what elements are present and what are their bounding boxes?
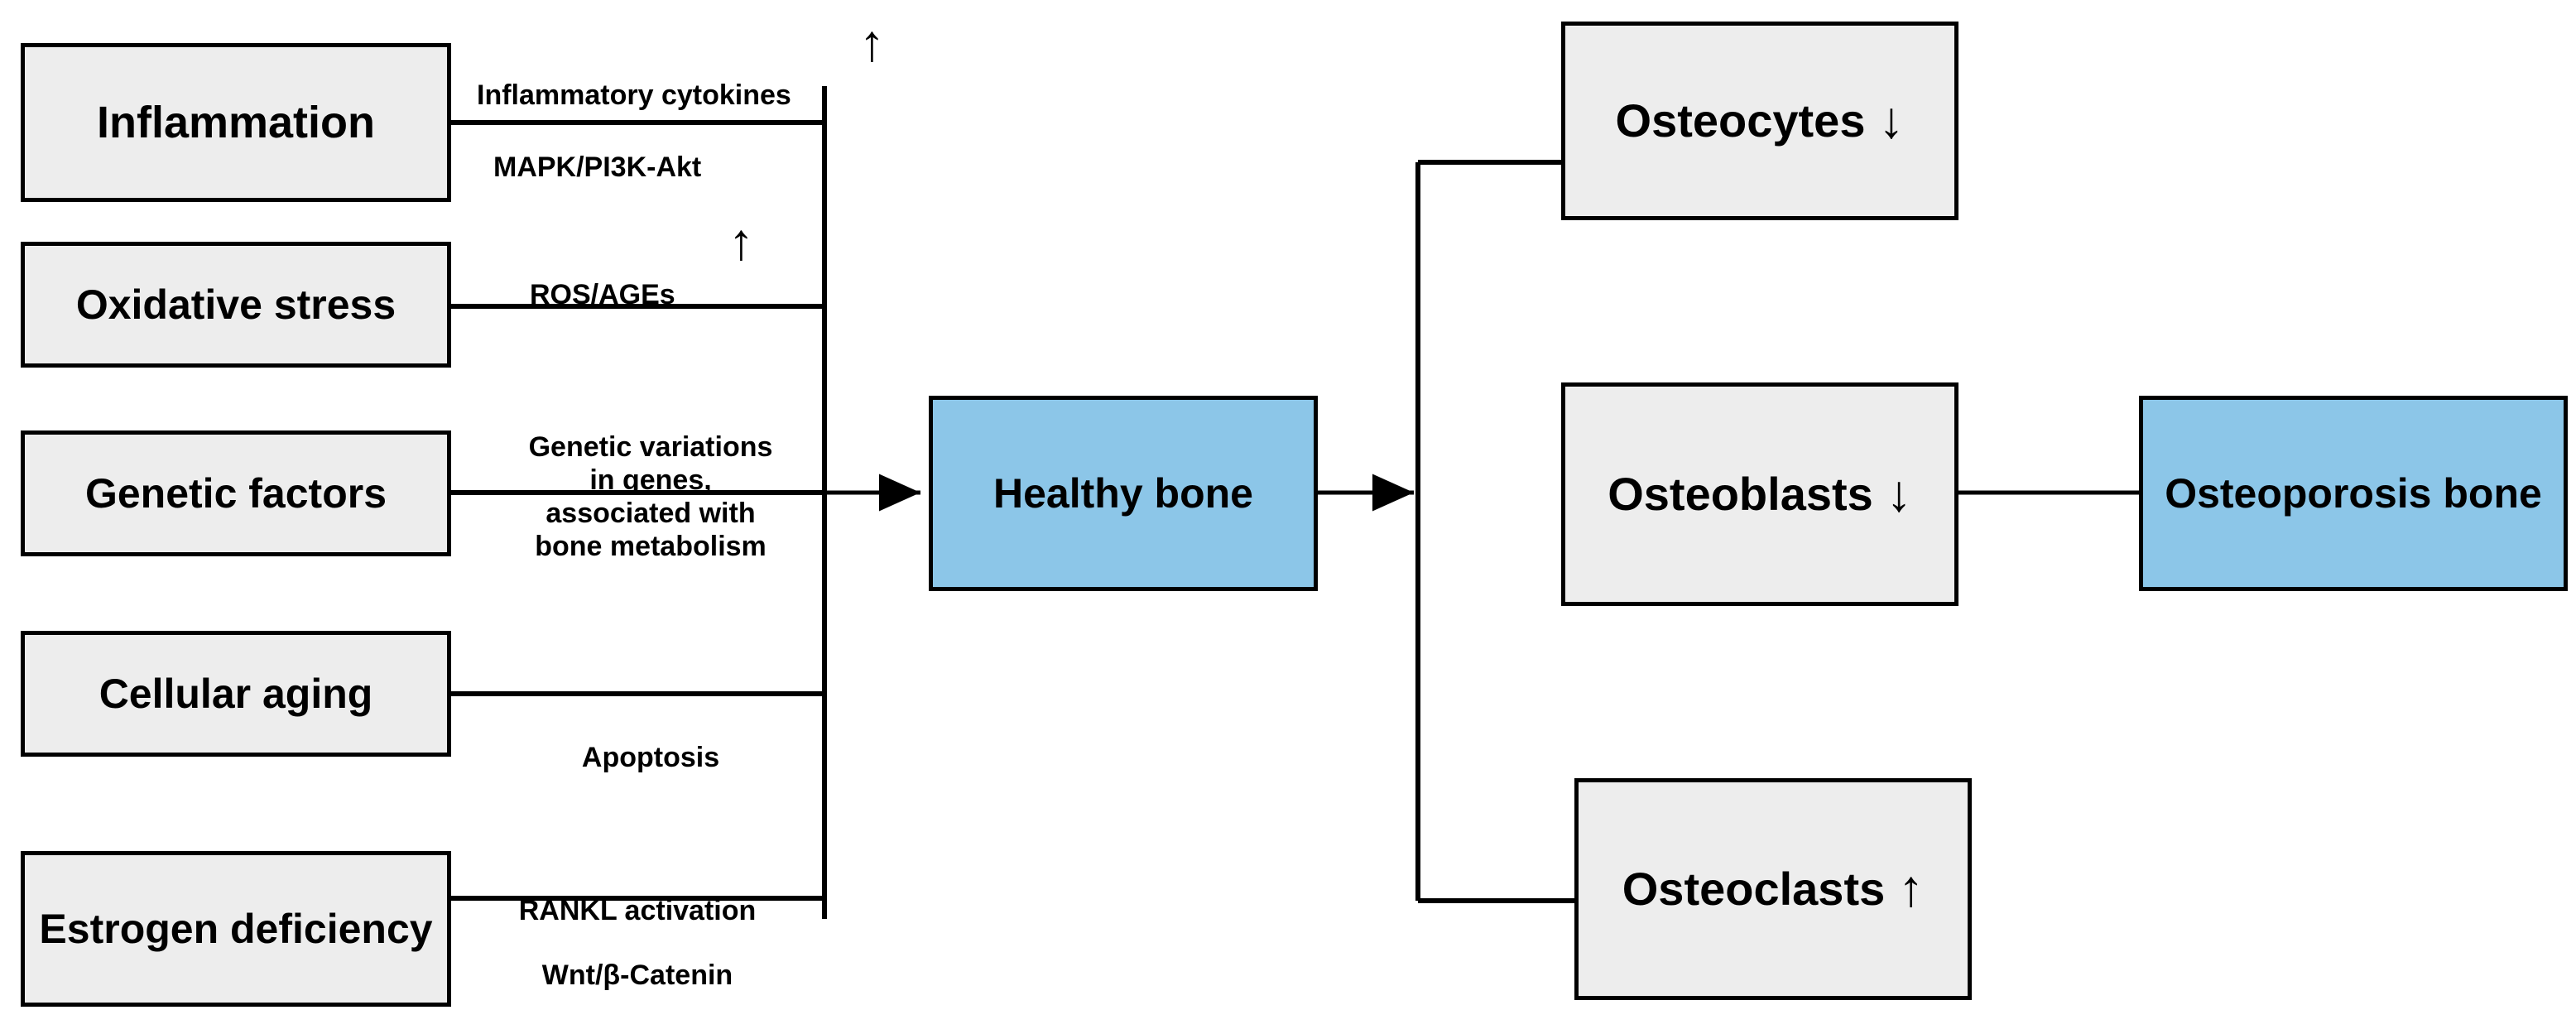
box-osteocytes[interactable]: Osteocytes ↓ — [1561, 22, 1958, 220]
label-ros-ages-text: ROS/AGEs — [530, 279, 675, 311]
box-osteoblasts-label: Osteoblasts — [1608, 467, 1873, 520]
up-arrow-icon-inflammatory-cytokines: ↑ — [859, 15, 885, 72]
box-osteocytes-label: Osteocytes — [1615, 94, 1866, 147]
box-osteoblasts[interactable]: Osteoblasts ↓ — [1561, 382, 1958, 606]
label-wnt-beta-catenin: Wnt/β-Catenin — [480, 926, 795, 992]
box-oxidative-stress-label: Oxidative stress — [75, 281, 396, 328]
box-genetic-factors-label: Genetic factors — [84, 470, 387, 517]
label-inflammatory-cytokines: Inflammatory cytokines — [477, 46, 866, 112]
box-estrogen-deficiency[interactable]: Estrogen deficiency — [21, 851, 451, 1007]
label-genetic-variations-text: Genetic variations in genes, associated … — [528, 431, 773, 563]
label-mapk-pi3k-akt-text: MAPK/PI3K-Akt — [493, 152, 702, 184]
box-osteoclasts[interactable]: Osteoclasts ↑ — [1574, 778, 1972, 1000]
down-arrow-icon-osteoblasts: ↓ — [1886, 465, 1912, 523]
box-osteoporosis-bone[interactable]: Osteoporosis bone — [2139, 396, 2568, 591]
label-apoptosis: Apoptosis — [493, 708, 808, 774]
label-inflammatory-cytokines-text: Inflammatory cytokines — [477, 79, 791, 112]
label-ros-ages: ROS/AGEs — [530, 245, 778, 311]
box-cellular-aging-label: Cellular aging — [99, 671, 373, 717]
up-arrow-icon-osteoclasts: ↑ — [1898, 860, 1925, 918]
box-inflammation-label: Inflammation — [96, 97, 376, 147]
label-rankl-activation-text: RANKL activation — [518, 895, 757, 927]
label-rankl-activation: RANKL activation — [480, 861, 795, 927]
box-estrogen-deficiency-label: Estrogen deficiency — [39, 906, 433, 952]
box-genetic-factors[interactable]: Genetic factors — [21, 430, 451, 556]
label-wnt-beta-catenin-text: Wnt/β-Catenin — [541, 960, 733, 992]
box-osteoclasts-label: Osteoclasts — [1622, 862, 1886, 915]
down-arrow-icon-osteocytes: ↓ — [1878, 92, 1905, 150]
label-apoptosis-text: Apoptosis — [581, 742, 720, 774]
box-cellular-aging[interactable]: Cellular aging — [21, 631, 451, 757]
box-oxidative-stress[interactable]: Oxidative stress — [21, 242, 451, 368]
label-mapk-pi3k-akt: MAPK/PI3K-Akt — [493, 118, 824, 184]
up-arrow-icon-ros-ages: ↑ — [728, 214, 754, 271]
box-inflammation[interactable]: Inflammation — [21, 43, 451, 202]
label-genetic-variations: Genetic variations in genes, associated … — [493, 397, 808, 564]
box-osteoporosis-bone-label: Osteoporosis bone — [2165, 470, 2542, 517]
box-healthy-bone[interactable]: Healthy bone — [929, 396, 1318, 591]
box-healthy-bone-label: Healthy bone — [993, 470, 1253, 517]
